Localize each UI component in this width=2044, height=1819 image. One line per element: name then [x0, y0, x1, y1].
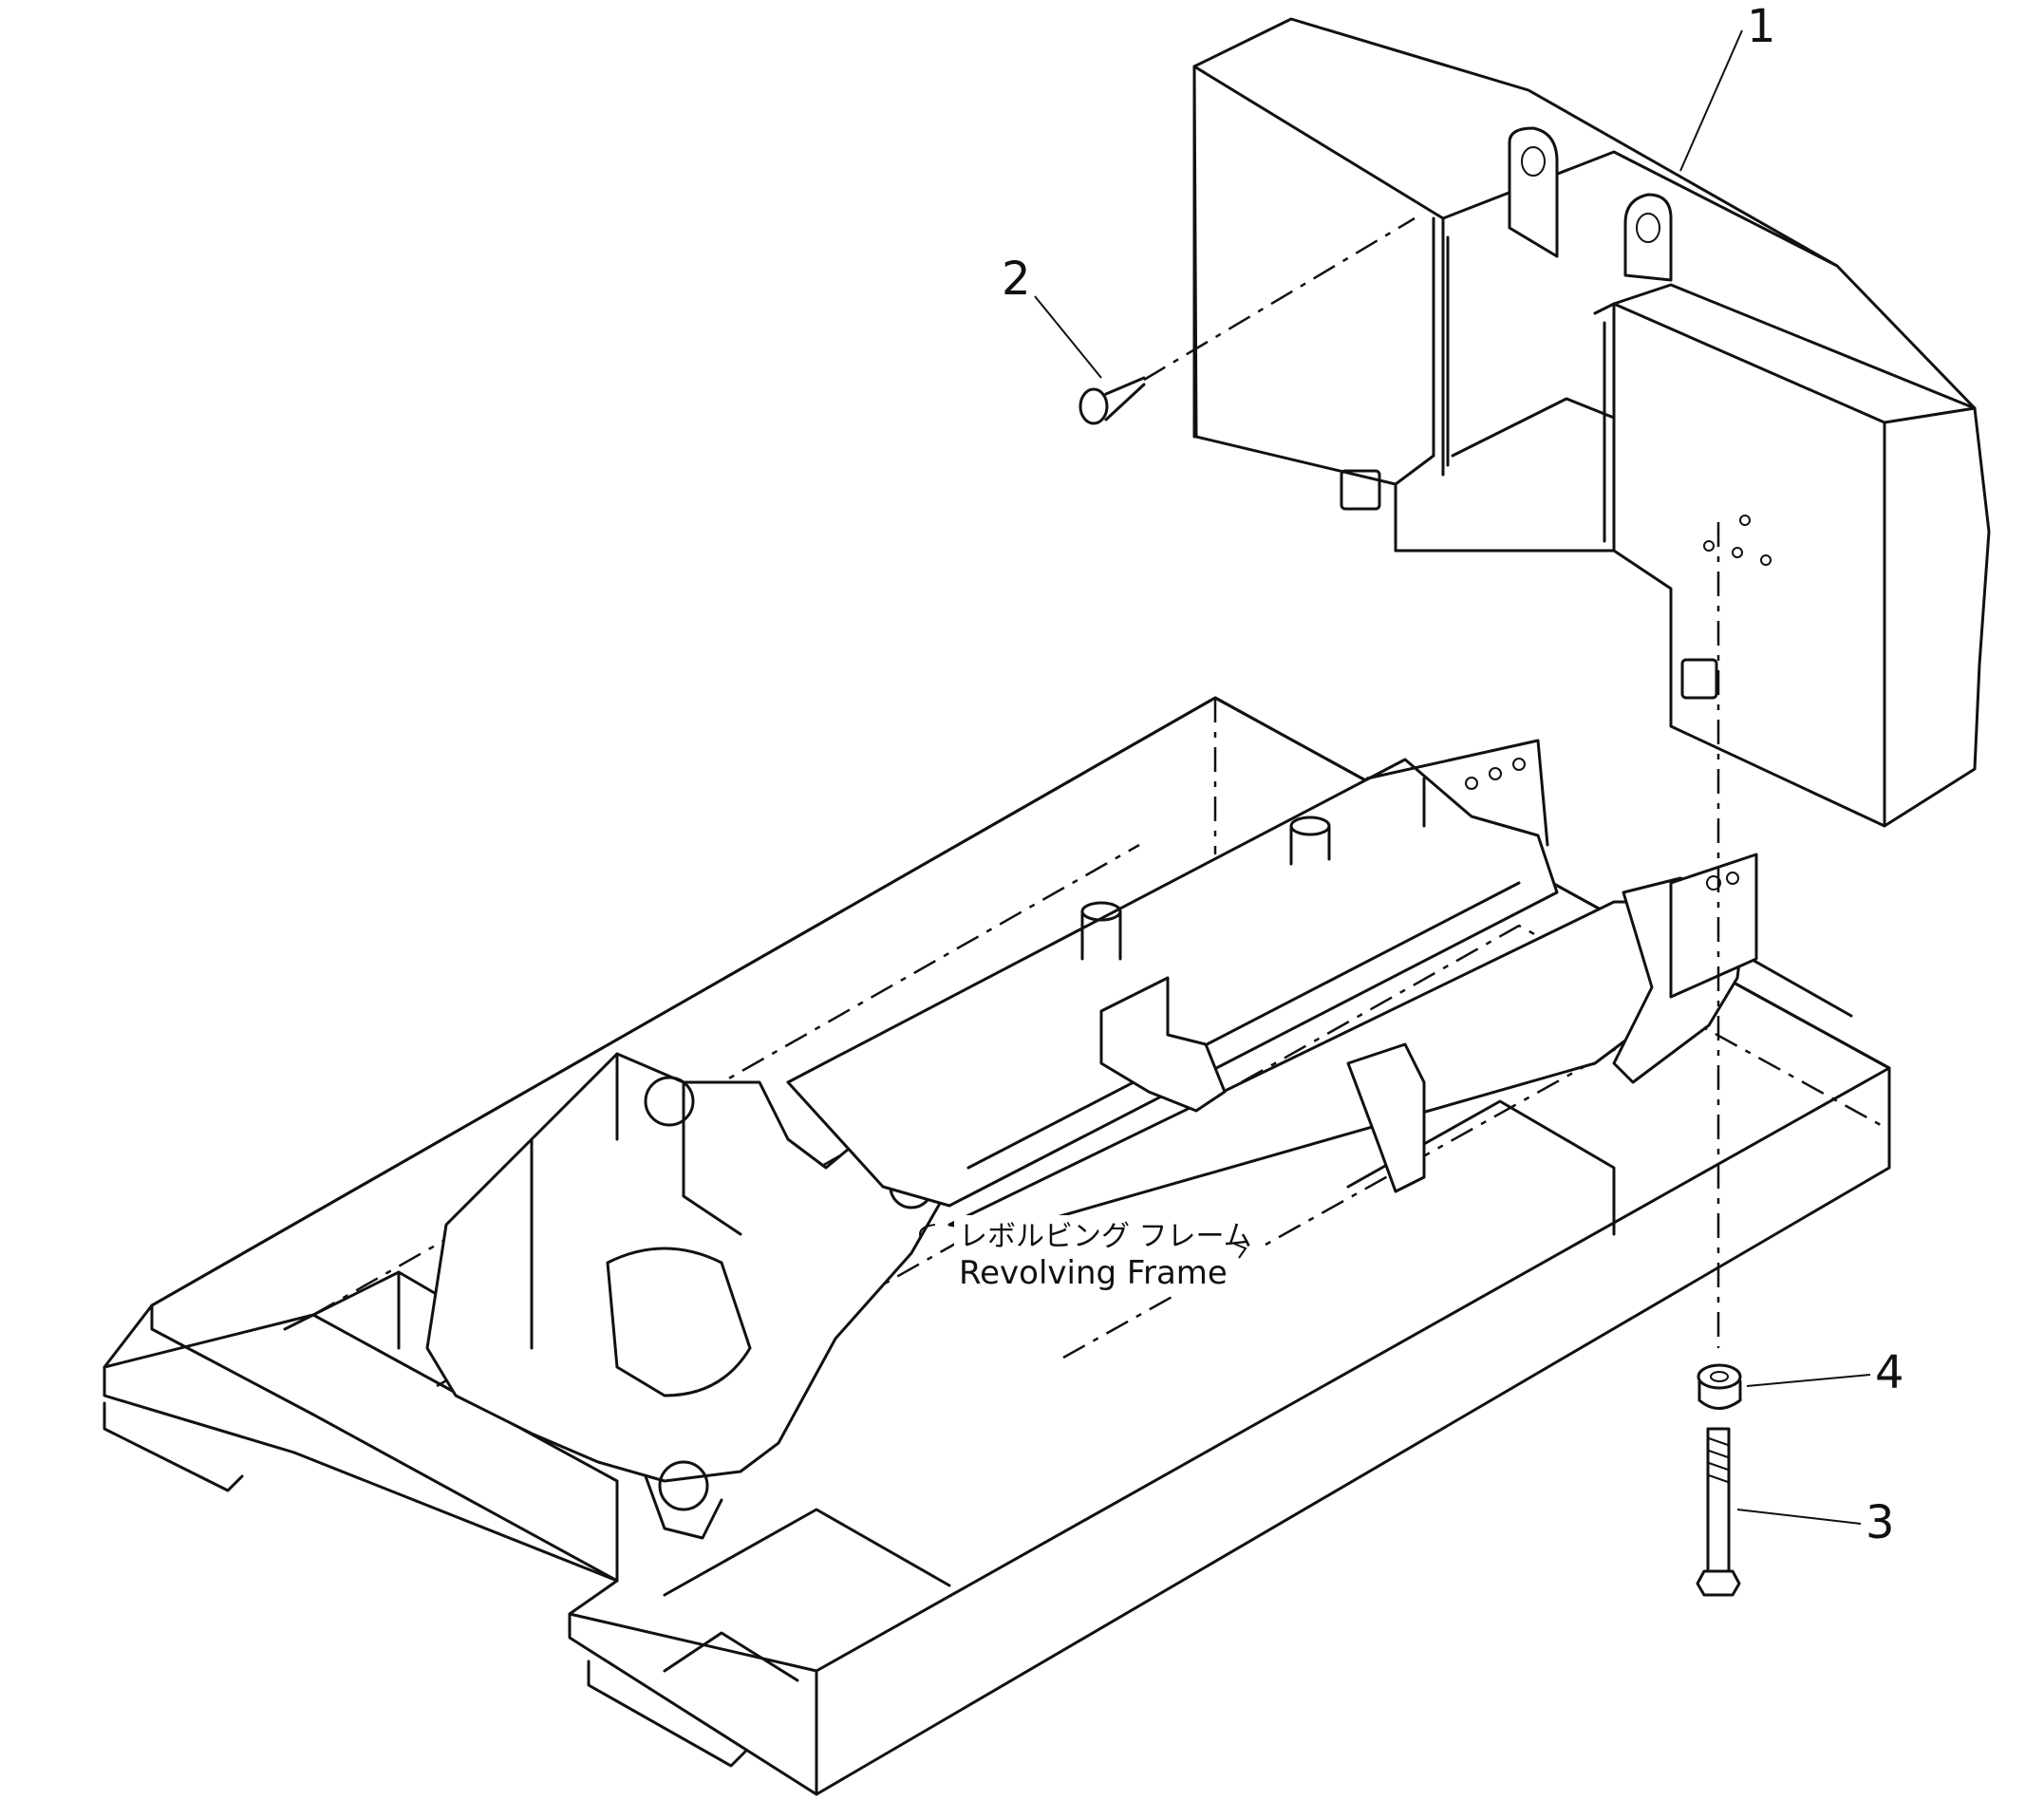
- callout-4: 4: [1875, 1346, 1904, 1399]
- bolt: [1696, 1427, 1741, 1597]
- leader-4: [1746, 1374, 1871, 1387]
- revolving-frame-label: レボルビング フレーム Revolving Frame: [919, 1215, 1258, 1296]
- washer: [1697, 1363, 1742, 1410]
- revolving-frame-label-en: Revolving Frame: [959, 1254, 1228, 1292]
- callout-3: 3: [1866, 1496, 1895, 1549]
- leader-2: [1034, 295, 1102, 379]
- leader-3: [1736, 1509, 1862, 1525]
- leader-1: [1679, 29, 1743, 172]
- callout-2: 2: [1002, 253, 1031, 306]
- counterweight: [1192, 17, 1991, 828]
- revolving-frame-label-jp: レボルビング フレーム: [959, 1220, 1252, 1253]
- plug-centerline: [1143, 216, 1416, 382]
- callout-1: 1: [1747, 0, 1776, 53]
- plug: [1078, 376, 1146, 425]
